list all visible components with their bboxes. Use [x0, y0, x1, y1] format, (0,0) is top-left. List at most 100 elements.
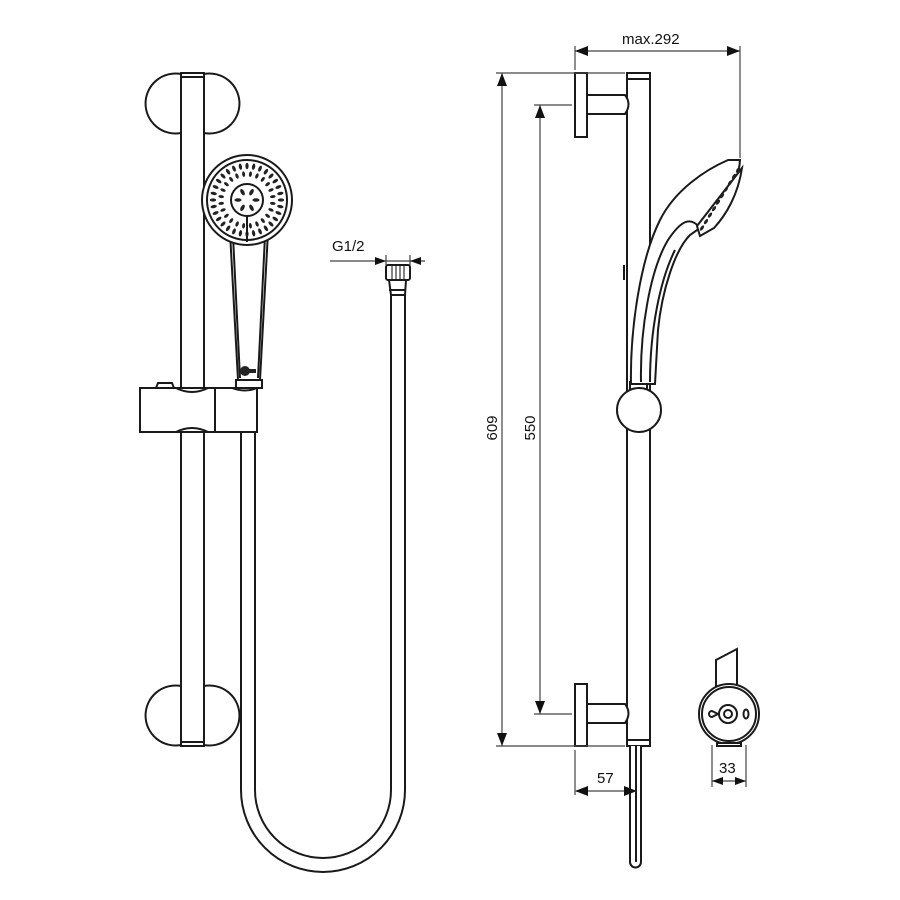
spray-nozzle [272, 216, 279, 222]
spray-nozzle [268, 208, 274, 212]
spray-nozzle [215, 216, 222, 222]
spray-nozzle [255, 221, 259, 227]
side-hand-shower[interactable] [629, 159, 744, 385]
spray-nozzle [270, 195, 276, 199]
spray-nozzle [699, 225, 705, 231]
spray-nozzle [260, 218, 265, 223]
spray-nozzle [220, 173, 226, 179]
spray-nozzle [235, 173, 239, 179]
spray-nozzle [225, 225, 231, 232]
spray-nozzle [220, 208, 226, 212]
spray-nozzle [277, 204, 284, 209]
spray-nozzle [229, 177, 234, 182]
hand-shower-handle[interactable] [228, 231, 270, 389]
spray-nozzle [268, 173, 274, 179]
dimension-hose-connection: G1/2 [330, 238, 425, 265]
side-spray-nozzles [699, 167, 741, 231]
spray-nozzle [248, 223, 252, 229]
spray-nozzle [275, 211, 282, 215]
side-slider-knob[interactable] [616, 381, 662, 433]
dimension-total-height: 609 [484, 72, 625, 747]
dimension-max-projection: max.292 [574, 31, 741, 158]
spray-nozzle [223, 182, 229, 187]
spray-nozzle [248, 171, 252, 177]
side-top-bracket [574, 72, 630, 138]
spray-nozzle [212, 211, 219, 215]
bottom-wall-bracket [144, 684, 241, 747]
dimension-slider-width: 33 [711, 745, 747, 787]
spray-nozzles-middle-ring [218, 171, 276, 229]
shower-hose [240, 264, 411, 873]
spray-nozzle [210, 204, 217, 209]
spray-nozzle [218, 195, 224, 199]
spray-nozzle [270, 201, 276, 205]
spray-nozzle [238, 230, 243, 237]
spray-nozzle [255, 173, 259, 179]
side-hose-outlet [629, 746, 642, 869]
slider-holder[interactable] [139, 382, 258, 433]
spray-nozzle [275, 185, 282, 189]
spray-nozzle [277, 191, 284, 196]
spray-nozzle [727, 180, 733, 186]
spray-nozzle [234, 198, 242, 202]
spray-nozzle [218, 201, 224, 205]
dimension-label-g12: G1/2 [332, 238, 365, 255]
spray-nozzle [735, 167, 741, 173]
spray-nozzle [209, 198, 217, 202]
spray-nozzle [258, 228, 262, 235]
bottom-detail-view: 33 [698, 647, 760, 787]
spray-nozzle [711, 206, 717, 212]
spray-nozzle [252, 198, 260, 202]
front-view: G1/2 [139, 72, 425, 873]
spray-nozzle [251, 230, 256, 237]
spray-nozzle [240, 204, 245, 211]
spray-nozzle [263, 225, 269, 232]
spray-nozzle [268, 188, 274, 192]
spray-nozzle [224, 213, 229, 218]
spray-nozzle [220, 188, 226, 192]
spray-nozzle [210, 191, 217, 196]
side-view: max.292 609 550 57 [484, 31, 744, 869]
spray-nozzle [260, 176, 265, 182]
spray-nozzle [220, 221, 226, 227]
spray-nozzle [715, 199, 721, 205]
spray-nozzle [232, 228, 236, 235]
spray-nozzle [703, 218, 709, 225]
spray-nozzle [263, 168, 269, 175]
spray-nozzle [238, 163, 243, 170]
spray-nozzle [240, 189, 245, 196]
spray-nozzle [272, 178, 279, 184]
hand-shower-head[interactable] [201, 154, 293, 246]
spray-nozzle [723, 186, 729, 192]
dimension-label-33: 33 [719, 760, 736, 777]
spray-nozzle [249, 204, 254, 211]
spray-nozzle [731, 173, 737, 180]
brand-logo-icon [240, 366, 256, 376]
spray-nozzle [277, 198, 285, 202]
hose-nut [385, 264, 411, 281]
spray-nozzles-inner [234, 189, 260, 211]
spray-nozzle [268, 221, 274, 227]
spray-nozzle [707, 212, 713, 218]
top-wall-bracket [144, 72, 241, 135]
spray-nozzle [245, 162, 249, 170]
spray-nozzle [212, 185, 219, 189]
spray-nozzle [242, 171, 246, 177]
spray-nozzle [265, 213, 271, 218]
spray-nozzle [225, 168, 231, 175]
spray-nozzle [235, 221, 239, 227]
spray-nozzle [215, 178, 222, 184]
spray-nozzle [258, 165, 262, 172]
spray-nozzle [265, 182, 270, 187]
spray-nozzle [229, 218, 234, 224]
dimension-label-609: 609 [484, 415, 501, 440]
spray-nozzle [242, 223, 246, 229]
dimension-label-57: 57 [597, 770, 614, 787]
side-bottom-bracket [574, 683, 630, 747]
spray-nozzle [232, 165, 236, 172]
spray-nozzle [249, 189, 254, 196]
dimension-label-max292: max.292 [622, 31, 680, 48]
spray-nozzle [251, 163, 256, 170]
dimension-label-550: 550 [522, 415, 539, 440]
